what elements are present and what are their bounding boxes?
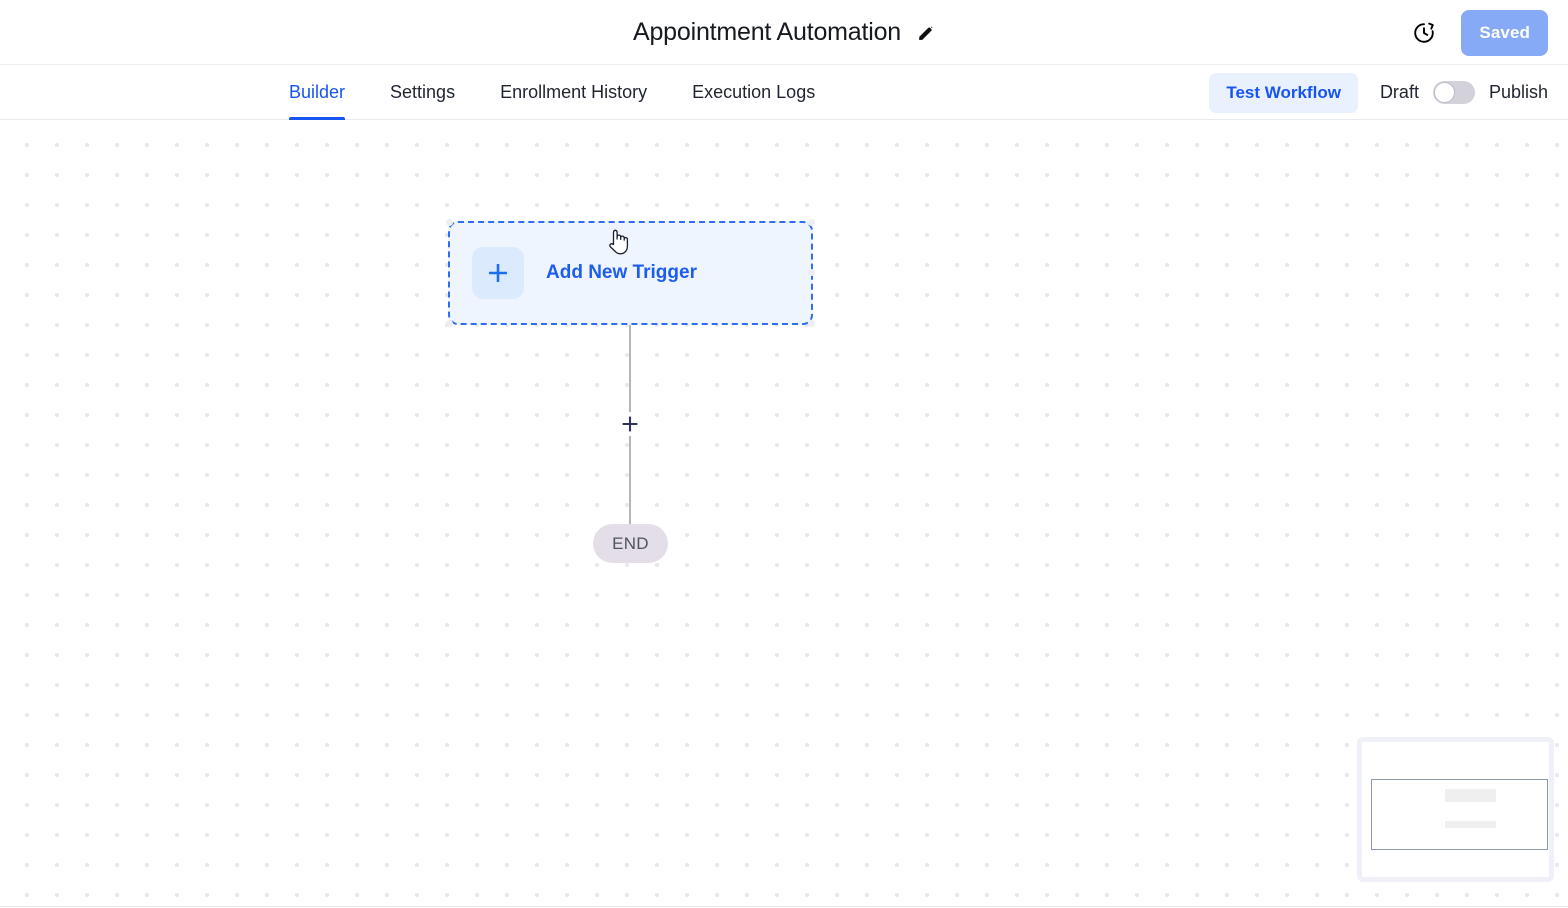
tab-enrollment-history-label: Enrollment History bbox=[500, 82, 648, 102]
add-new-trigger-node[interactable]: Add New Trigger bbox=[446, 219, 815, 327]
clock-history-icon[interactable] bbox=[1411, 20, 1437, 46]
workflow-canvas[interactable]: Add New Trigger END bbox=[0, 120, 1568, 907]
header-actions: Saved bbox=[1411, 0, 1548, 65]
publish-toggle[interactable] bbox=[1432, 81, 1475, 104]
node-handle bbox=[446, 320, 453, 327]
minimap[interactable] bbox=[1357, 737, 1554, 882]
minimap-viewport[interactable] bbox=[1371, 779, 1548, 850]
tab-bar: Builder Settings Enrollment History Exec… bbox=[0, 65, 1568, 120]
tab-list: Builder Settings Enrollment History Exec… bbox=[289, 65, 815, 120]
add-step-button[interactable] bbox=[618, 412, 642, 436]
tab-builder-label: Builder bbox=[289, 82, 346, 102]
top-header: Appointment Automation Saved bbox=[0, 0, 1568, 65]
publish-label: Publish bbox=[1488, 82, 1548, 102]
test-workflow-button[interactable]: Test Workflow bbox=[1209, 72, 1358, 113]
plus-icon bbox=[472, 247, 524, 299]
tab-execution-logs-label: Execution Logs bbox=[692, 82, 816, 102]
publish-toggle-group: Draft Publish bbox=[1380, 81, 1548, 104]
minimap-node-end bbox=[1445, 821, 1496, 828]
node-handle bbox=[808, 269, 815, 276]
tab-builder[interactable]: Builder bbox=[289, 65, 346, 120]
publish-toggle-knob bbox=[1433, 82, 1455, 103]
add-new-trigger-label: Add New Trigger bbox=[546, 262, 697, 283]
tab-enrollment-history[interactable]: Enrollment History bbox=[500, 65, 647, 120]
node-handle bbox=[446, 219, 453, 226]
page-title: Appointment Automation bbox=[633, 17, 901, 46]
draft-label: Draft bbox=[1379, 82, 1419, 102]
pencil-icon[interactable] bbox=[915, 23, 935, 43]
end-node-label: END bbox=[612, 533, 649, 553]
end-node[interactable]: END bbox=[593, 524, 668, 563]
tab-settings[interactable]: Settings bbox=[390, 65, 455, 120]
node-handle bbox=[808, 219, 815, 226]
saved-button[interactable]: Saved bbox=[1461, 9, 1548, 56]
tab-bar-actions: Test Workflow Draft Publish bbox=[1209, 65, 1548, 120]
tab-settings-label: Settings bbox=[390, 82, 456, 102]
node-handle bbox=[808, 320, 815, 327]
tab-execution-logs[interactable]: Execution Logs bbox=[692, 65, 815, 120]
minimap-node-trigger bbox=[1445, 789, 1496, 802]
title-group: Appointment Automation bbox=[633, 18, 935, 47]
